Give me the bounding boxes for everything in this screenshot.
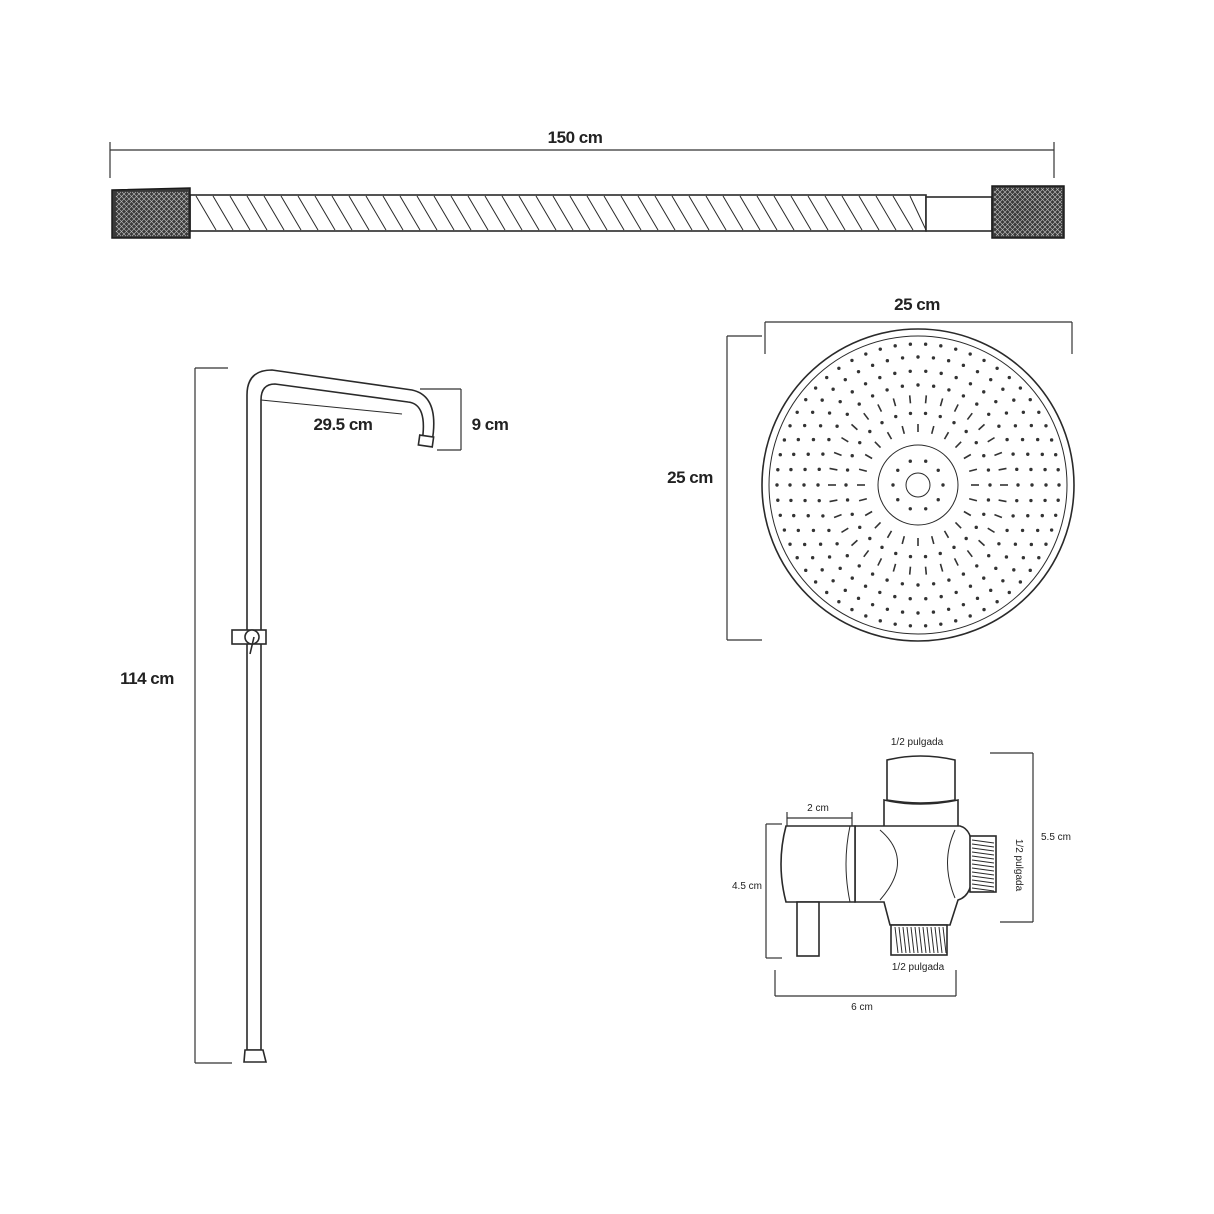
head-width-dimension <box>764 321 1073 354</box>
diverter-width-label: 6 cm <box>851 1002 873 1013</box>
diverter-side-thread-label: 1/2 pulgada <box>1013 839 1024 892</box>
head-width-label: 25 cm <box>894 295 940 314</box>
diverter-bottom-thread-label: 1/2 pulgada <box>892 962 945 973</box>
shower-column: 114 cm 29.5 cm 9 cm <box>120 367 509 1064</box>
diverter-knob-label: 2 cm <box>807 803 829 814</box>
shower-head: 25 cm 25 cm <box>667 295 1075 642</box>
diverter-top-thread-label: 1/2 pulgada <box>891 737 944 748</box>
hose-left-nut <box>111 187 191 239</box>
diverter-height-left-label: 4.5 cm <box>732 881 762 892</box>
drop-height-label: 9 cm <box>472 415 509 434</box>
head-height-label: 25 cm <box>667 468 713 487</box>
drop-dimension <box>420 388 462 451</box>
column-height-label: 114 cm <box>120 669 174 688</box>
diverter-side-thread <box>969 835 997 893</box>
diverter-bottom-thread <box>890 924 948 956</box>
column-height-dimension <box>194 367 232 1064</box>
hose-length-label: 150 cm <box>548 128 603 147</box>
head-height-dimension <box>726 335 762 641</box>
shower-hose: 150 cm <box>109 128 1065 239</box>
hose-right-nut <box>991 185 1065 239</box>
hose-length-dimension <box>109 142 1055 178</box>
diverter-valve: 1/2 pulgada 2 cm 4.5 cm 5.5 cm 1/2 pulga… <box>732 737 1071 1013</box>
column-diverter-valve <box>231 629 267 655</box>
diverter-height-right-label: 5.5 cm <box>1041 832 1071 843</box>
arm-length-label: 29.5 cm <box>314 415 373 434</box>
hose-body <box>189 194 993 232</box>
